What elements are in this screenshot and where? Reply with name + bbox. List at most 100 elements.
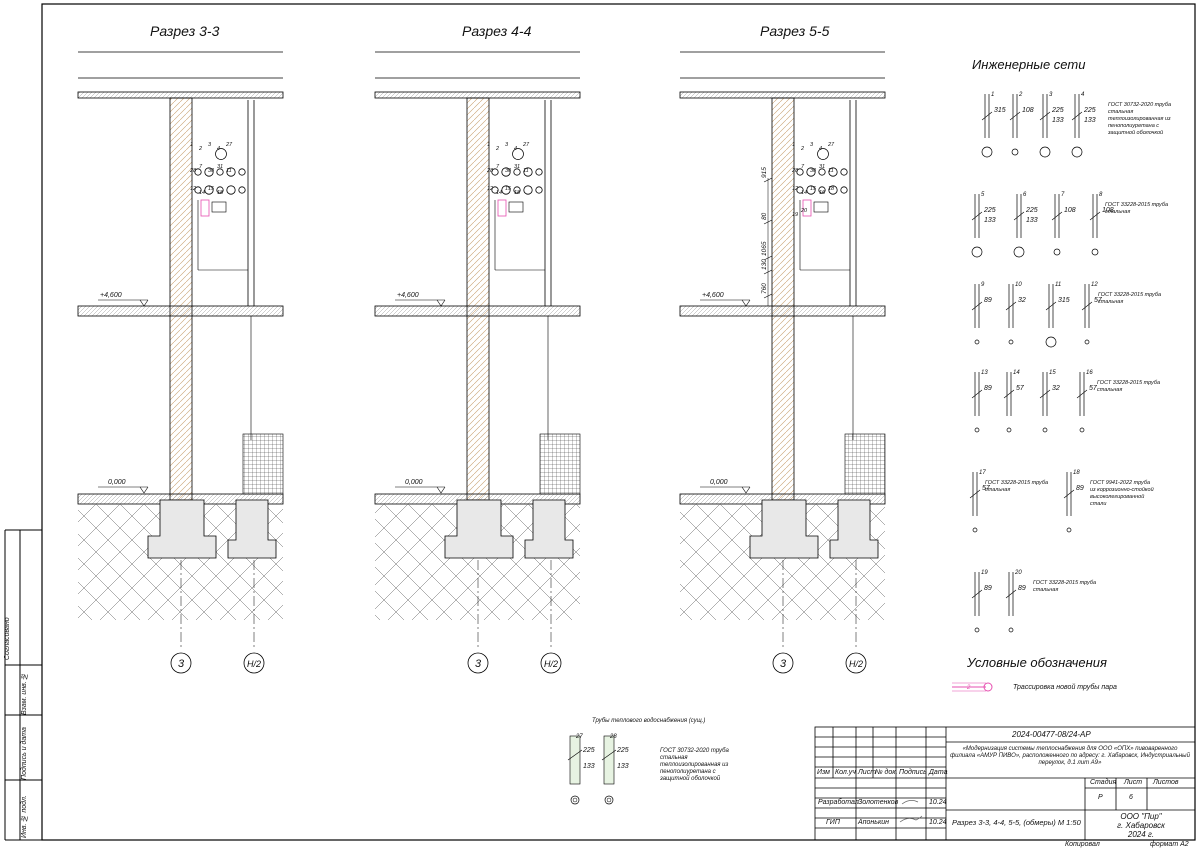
column-footing <box>749 499 819 559</box>
stamp-sheet: 6 <box>1129 794 1133 801</box>
pipe-number: 5 <box>981 192 985 198</box>
pipe-circle <box>796 186 804 194</box>
pipe-label: 30 <box>505 168 512 174</box>
section-title-5-5: Разрез 5-5 <box>760 23 830 39</box>
pipe-circle <box>194 186 202 194</box>
pipe-circle <box>840 186 848 194</box>
pipe-circle <box>535 168 543 176</box>
pipe-diameter: 225 <box>1051 107 1064 114</box>
pipe-label: 14 <box>801 190 807 196</box>
heating-pipe-section <box>572 797 578 803</box>
pipe-support <box>211 201 227 213</box>
pipe-circle <box>216 186 224 194</box>
pipe-section-circle <box>1011 148 1019 156</box>
wall-footing <box>524 499 574 559</box>
pipe-circle <box>226 167 236 177</box>
pipe-spec-note: высоколегированной <box>1090 493 1144 500</box>
axis-label-left: 3 <box>475 658 482 670</box>
dim-tick <box>763 255 773 261</box>
stamp-city: г. Хабаровск <box>1117 821 1165 830</box>
stamp-col-izm: Изм <box>817 769 830 776</box>
pipe-label: 4 <box>819 146 822 152</box>
pipe-circle <box>194 168 202 176</box>
dim-tick <box>763 177 773 183</box>
heating-pipe-diameter: 133 <box>617 763 629 770</box>
pipe-spec-note: стальная <box>985 487 1010 493</box>
pipe-diameter: 89 <box>984 297 992 304</box>
axis-label-left: 3 <box>178 658 185 670</box>
stamp-name-1: Золотенков <box>858 799 899 806</box>
pipe-label: 27 <box>522 142 530 148</box>
pipe-label: 12 <box>792 186 798 192</box>
level-bottom-label: 0,000 <box>405 479 423 486</box>
pipe-circle <box>523 185 533 195</box>
pipe-spec-note: ГОСТ 9941-2022 труба <box>1090 480 1150 486</box>
pipe-number: 1 <box>991 92 994 98</box>
networks-title: Инженерные сети <box>972 57 1086 72</box>
pipe-number: 19 <box>981 570 988 576</box>
pipe-diameter: 133 <box>1084 117 1096 124</box>
pipe-section-circle <box>1045 336 1057 348</box>
floor-slab <box>77 305 284 317</box>
level-mark <box>741 486 751 494</box>
level-bottom-label: 0,000 <box>108 479 126 486</box>
pipe-circle <box>204 167 214 177</box>
pipe-label: 27 <box>827 142 835 148</box>
pipe-diameter: 32 <box>1018 297 1026 304</box>
pipe-spec-note: стальная <box>1108 109 1133 115</box>
pipe-label: 3 <box>505 142 509 148</box>
pipe-spec-tick <box>971 301 983 311</box>
pipe-number: 3 <box>1049 92 1053 98</box>
pipe-label: 14 <box>199 190 205 196</box>
pipe-label: 11 <box>523 168 529 174</box>
pipe-spec-tick <box>1003 389 1015 399</box>
signature-marks <box>899 800 923 823</box>
level-mark <box>139 486 149 494</box>
pipe-spec-tick <box>1009 111 1021 121</box>
pipe-support <box>813 201 829 213</box>
level-mark <box>139 299 149 307</box>
pipe-section-circle <box>974 427 980 433</box>
pipe-number: 6 <box>1023 192 1027 198</box>
pipe-circle <box>238 168 246 176</box>
pipe-spec-note: ГОСТ 33228-2015 труба <box>1033 580 1096 586</box>
pipe-spec-note: ГОСТ 33228-2015 труба <box>985 480 1048 486</box>
stamp-copied: Копировал <box>1065 841 1100 848</box>
pipe-circle <box>491 186 499 194</box>
pipe-label: 11 <box>828 168 834 174</box>
pipe-label: 2 <box>198 146 202 152</box>
pipe-number: 10 <box>1015 282 1022 288</box>
pipe-diameter: 89 <box>1018 585 1026 592</box>
heating-pipe-section <box>604 795 614 805</box>
dim-tick <box>763 269 773 275</box>
pipe-label: 20 <box>800 208 808 214</box>
pipe-label: 15 <box>208 186 215 192</box>
pipe-label: 1 <box>487 142 490 148</box>
pipe-number: 4 <box>1081 92 1085 98</box>
pipe-spec-tick <box>1045 301 1057 311</box>
axis-bubble <box>243 652 265 674</box>
pipe-number: 15 <box>1049 370 1056 376</box>
heating-title: Трубы теплового водоснабжения (сущ.) <box>592 718 706 724</box>
pipe-label: 27 <box>225 142 233 148</box>
level-mark <box>436 486 446 494</box>
pipe-section-circle <box>1091 248 1099 256</box>
pipe-label: 15 <box>810 186 817 192</box>
pipe-label: 7 <box>496 164 500 170</box>
pipe-spec-note: стальная <box>1097 387 1122 393</box>
pipe-diameter: 57 <box>1016 385 1025 392</box>
pipe-1 <box>512 148 524 160</box>
heating-pipe-diameter: 133 <box>583 763 595 770</box>
pipe-label: 31 <box>819 164 825 170</box>
pipe-section-circle <box>972 527 978 533</box>
pipe-section-circle <box>1053 248 1061 256</box>
heating-pipe-tick <box>567 749 583 761</box>
pipe-spec-tick <box>1039 389 1051 399</box>
